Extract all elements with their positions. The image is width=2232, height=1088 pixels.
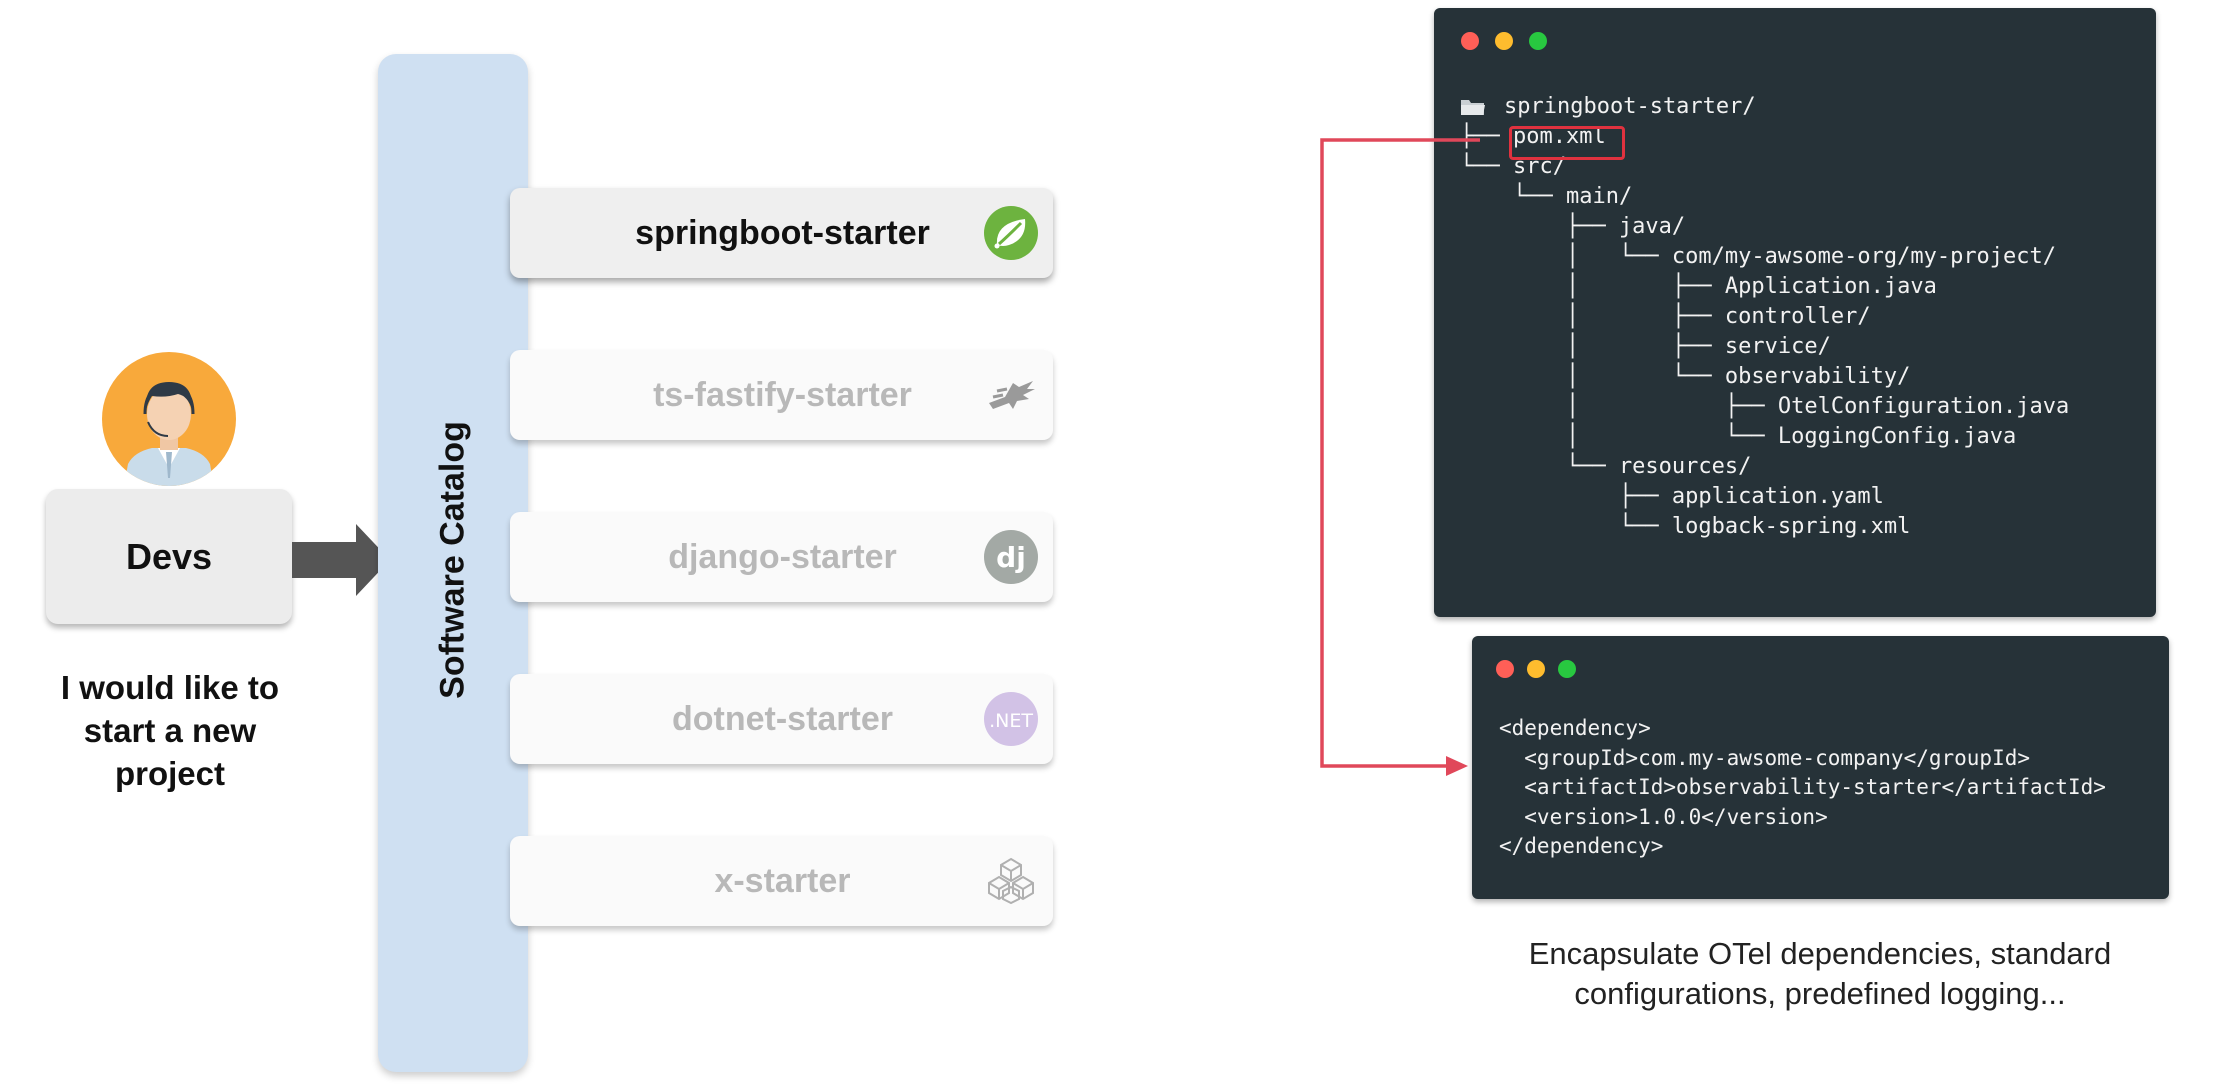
maximize-dot-icon — [1529, 32, 1547, 50]
request-arrow — [292, 524, 390, 596]
starter-label: dotnet-starter — [671, 699, 894, 738]
project-tree-window — [1434, 8, 2156, 617]
developer-avatar-icon — [102, 352, 236, 486]
tree-line: │ ├── controller/ — [1460, 304, 1871, 329]
folder-icon — [1461, 100, 1485, 115]
tree-root: springboot-starter/ — [1504, 94, 1756, 119]
tree-line: │ ├── service/ — [1460, 334, 1831, 359]
maximize-dot-icon — [1558, 660, 1576, 678]
starter-label: x-starter — [714, 861, 851, 900]
django-icon: dj — [984, 530, 1038, 584]
tree-line: │ └── LoggingConfig.java — [1460, 424, 2017, 449]
cubes-icon — [988, 857, 1034, 905]
dependency-snippet-window: <dependency> <groupId>com.my-awsome-comp… — [1472, 636, 2169, 899]
svg-text:.NET: .NET — [989, 710, 1033, 732]
spring-leaf-icon — [984, 206, 1038, 260]
tree-line: ├── java/ — [1460, 214, 1686, 239]
tree-line: │ ├── OtelConfiguration.java — [1460, 394, 2070, 419]
starter-label: django-starter — [668, 537, 897, 576]
starter-card-springboot[interactable]: springboot-starter — [510, 188, 1053, 278]
starter-card-django[interactable]: django-starter dj — [510, 512, 1053, 602]
starter-card-ts-fastify[interactable]: ts-fastify-starter — [510, 350, 1053, 440]
minimize-dot-icon — [1495, 32, 1513, 50]
tree-line: ├── application.yaml — [1460, 484, 1884, 509]
bottom-caption: Encapsulate OTel dependencies, standard … — [1528, 936, 2112, 1011]
close-dot-icon — [1496, 660, 1514, 678]
devs-label: Devs — [125, 535, 213, 577]
tree-line: │ ├── Application.java — [1460, 274, 1937, 299]
fastify-icon — [989, 381, 1035, 409]
tree-line: │ └── observability/ — [1460, 364, 1911, 389]
starter-card-dotnet[interactable]: dotnet-starter .NET — [510, 674, 1053, 764]
tree-line: └── logback-spring.xml — [1460, 514, 1911, 539]
pom-to-dependency-connector — [1320, 138, 1480, 776]
project-tree: ├── pom.xml └── src/ └── main/ ├── java/… — [1460, 122, 2140, 552]
dotnet-icon: .NET — [984, 692, 1038, 746]
dependency-code: <dependency> <groupId>com.my-awsome-comp… — [1499, 716, 2106, 858]
tree-line: └── resources/ — [1460, 454, 1752, 479]
tree-line: │ └── com/my-awsome-org/my-project/ — [1460, 244, 2057, 269]
svg-text:dj: dj — [996, 541, 1026, 574]
starter-card-x[interactable]: x-starter — [510, 836, 1053, 926]
pom-xml-highlight — [1509, 126, 1625, 160]
starter-label: springboot-starter — [635, 213, 930, 252]
tree-line: └── main/ — [1460, 184, 1633, 209]
software-catalog-panel — [378, 54, 528, 1072]
minimize-dot-icon — [1527, 660, 1545, 678]
starter-label: ts-fastify-starter — [653, 375, 912, 414]
close-dot-icon — [1461, 32, 1479, 50]
devs-box: Devs — [46, 489, 292, 624]
devs-caption: I would like to start a new project — [60, 669, 280, 792]
